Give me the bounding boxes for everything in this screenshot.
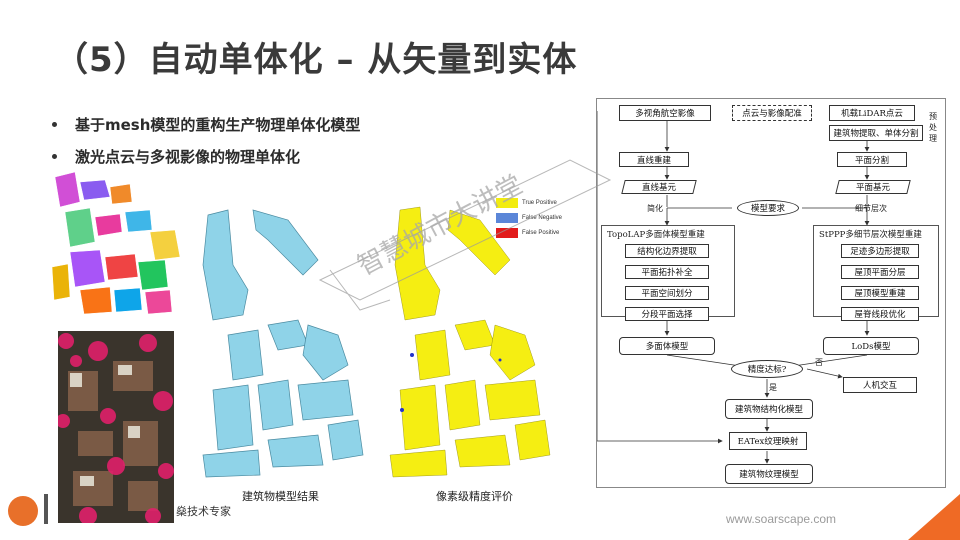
node-accuracy: 精度达标?	[731, 360, 803, 378]
building-model-result	[198, 205, 368, 483]
node-plane-topo: 平面拓扑补全	[625, 265, 709, 279]
node-model-req: 模型要求	[737, 200, 799, 216]
bullet-dot-icon	[52, 121, 57, 127]
bullet-item-mesh: 基于mesh模型的重构生产物理单体化模型	[52, 108, 360, 140]
footer-tech-expert: 燊技术专家	[176, 505, 231, 518]
legend-label: True Positive	[522, 200, 557, 206]
node-registration: 点云与影像配准	[732, 105, 812, 121]
mesh-segmentation-image	[50, 172, 190, 317]
label-yes: 是	[769, 383, 777, 392]
legend-swatch	[496, 213, 518, 223]
pre-process-label: 预 处 理	[929, 112, 937, 143]
corner-accent	[908, 494, 960, 540]
workflow-flowchart: 多视角航空影像 点云与影像配准 机载LiDAR点云 建筑物提取、单体分割 预 处…	[596, 98, 946, 488]
node-extract: 建筑物提取、单体分割	[829, 125, 923, 141]
label-detail: 细节层次	[855, 204, 887, 213]
node-lidar: 机载LiDAR点云	[829, 105, 915, 121]
node-roof-plane: 屋顶平面分层	[841, 265, 919, 279]
node-struct-boundary: 结构化边界提取	[625, 244, 709, 258]
node-plane-space: 平面空间划分	[625, 286, 709, 300]
brand-logo-icon	[8, 496, 38, 526]
bullet-item-lidar: 激光点云与多视影像的物理单体化	[52, 140, 360, 172]
node-ridge-opt: 屋脊线段优化	[841, 307, 919, 321]
bullet-list: 基于mesh模型的重构生产物理单体化模型 激光点云与多视影像的物理单体化	[52, 108, 360, 172]
node-multi-view: 多视角航空影像	[619, 105, 711, 121]
legend-label: False Negative	[522, 215, 563, 221]
legend-false-negative: False Negative	[496, 213, 562, 223]
topolap-title: TopoLAP多面体模型重建	[607, 230, 705, 240]
legend-false-positive: False Positive	[496, 228, 559, 238]
caption-pixel-eval: 像素级精度评价	[436, 490, 513, 503]
node-polyhedral: 多面体模型	[619, 337, 715, 355]
node-lods: LoDs模型	[823, 337, 919, 355]
legend-swatch	[496, 228, 518, 238]
label-no: 否	[815, 358, 823, 367]
footer-url[interactable]: www.soarscape.com	[726, 512, 837, 526]
label-simplify: 简化	[647, 204, 663, 213]
node-eatex: EATex纹理映射	[729, 432, 807, 450]
node-plane-seg: 平面分割	[837, 152, 907, 167]
node-struct-model: 建筑物结构化模型	[725, 399, 813, 419]
bullet-text: 基于mesh模型的重构生产物理单体化模型	[75, 115, 361, 134]
node-plane-prim: 平面基元	[835, 180, 911, 194]
slide-title: （5）自动单体化 – 从矢量到实体	[54, 40, 578, 80]
node-polygon-extract: 足迹多边形提取	[841, 244, 919, 258]
legend-label: False Positive	[522, 230, 560, 236]
node-line-prim: 直线基元	[621, 180, 697, 194]
stppp-title: StPPP多细节层次模型重建	[819, 230, 922, 240]
node-roof-model: 屋顶模型重建	[841, 286, 919, 300]
node-line-build: 直线重建	[619, 152, 689, 167]
aerial-lidar-photo	[58, 331, 174, 523]
bullet-dot-icon	[52, 153, 57, 159]
node-seg-plane: 分段平面选择	[625, 307, 709, 321]
bullet-text: 激光点云与多视影像的物理单体化	[75, 147, 301, 166]
caption-model-result: 建筑物模型结果	[242, 490, 319, 503]
node-human: 人机交互	[843, 377, 917, 393]
node-texture-model: 建筑物纹理模型	[725, 464, 813, 484]
footer-divider	[44, 494, 48, 524]
